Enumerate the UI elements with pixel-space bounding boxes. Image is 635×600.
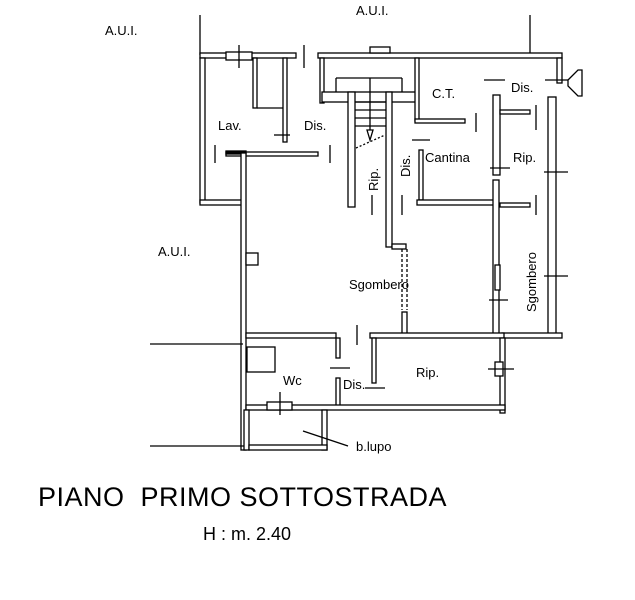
ceiling-height: H : m. 2.40 bbox=[203, 524, 292, 544]
label-aui-2: A.U.I. bbox=[356, 3, 389, 18]
label-dis-1: Dis. bbox=[304, 118, 326, 133]
label-wc: Wc bbox=[283, 373, 302, 388]
label-ct: C.T. bbox=[432, 86, 455, 101]
label-cantina: Cantina bbox=[425, 150, 471, 165]
label-rip-3: Rip. bbox=[416, 365, 439, 380]
label-blupo: b.lupo bbox=[356, 439, 391, 454]
label-dis-3: Dis. bbox=[398, 155, 413, 177]
label-sgombero-2: Sgombero bbox=[524, 252, 539, 312]
plan-title: PIANO PRIMO SOTTOSTRADA bbox=[38, 482, 448, 512]
label-dis-4: Dis. bbox=[343, 377, 365, 392]
label-lav: Lav. bbox=[218, 118, 242, 133]
room-labels: A.U.I. A.U.I. A.U.I. Lav. Dis. C.T. Dis.… bbox=[105, 3, 539, 454]
label-rip-2: Rip. bbox=[513, 150, 536, 165]
label-aui-1: A.U.I. bbox=[105, 23, 138, 38]
label-rip-1: Rip. bbox=[366, 168, 381, 191]
label-aui-3: A.U.I. bbox=[158, 244, 191, 259]
label-sgombero-1: Sgombero bbox=[349, 277, 409, 292]
label-dis-2: Dis. bbox=[511, 80, 533, 95]
walls bbox=[150, 15, 583, 451]
